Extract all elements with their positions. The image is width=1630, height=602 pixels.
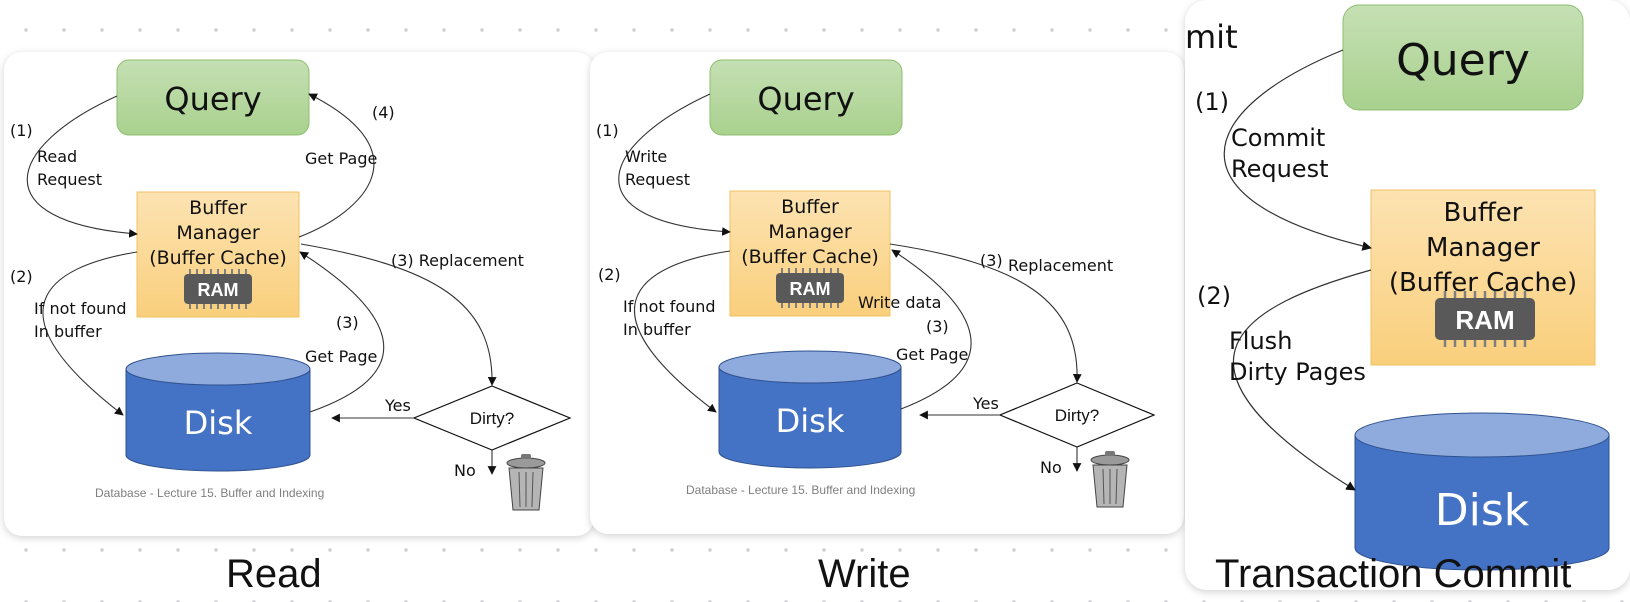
write-replacement-label: Replacement — [1008, 256, 1113, 275]
svg-text:Manager: Manager — [1426, 233, 1540, 263]
read-step4-number: (4) — [372, 103, 395, 122]
svg-text:RAM: RAM — [1455, 305, 1514, 335]
svg-text:Buffer: Buffer — [189, 197, 247, 219]
write-step3-number: (3) — [926, 317, 949, 336]
svg-text:Dirty?: Dirty? — [470, 409, 514, 428]
svg-text:Query: Query — [164, 80, 261, 118]
commit-diagram: mit Query Buffer Manager (Buffer Cache) … — [1185, 4, 1610, 571]
svg-text:RAM: RAM — [790, 279, 831, 299]
write-step2-number: (2) — [598, 265, 621, 284]
svg-text:(Buffer Cache): (Buffer Cache) — [1389, 268, 1577, 298]
commit-arrows — [1223, 49, 1372, 491]
read-step2-label: If not found — [34, 299, 127, 318]
write-panel: Query Buffer Manager (Buffer Cache) RAM — [590, 52, 1184, 534]
svg-text:Disk: Disk — [184, 404, 253, 442]
read-step2-number: (2) — [10, 267, 33, 286]
write-step2-label: If not found — [623, 297, 716, 316]
read-step1-label-2: Request — [37, 170, 102, 189]
write-diagram: Query Buffer Manager (Buffer Cache) RAM — [596, 59, 1156, 509]
svg-text:Manager: Manager — [768, 221, 851, 243]
write-no-label: No — [1040, 458, 1062, 477]
query-box: Query — [709, 59, 903, 136]
commit-title-fragment: mit — [1185, 18, 1238, 56]
disk-cylinder: Disk — [718, 350, 902, 469]
trash-can-icon — [1084, 449, 1136, 509]
commit-step1-label-2: Request — [1231, 155, 1329, 183]
svg-text:Buffer: Buffer — [781, 196, 839, 218]
commit-caption: Transaction Commit — [1215, 552, 1572, 596]
query-box: Query — [116, 59, 310, 136]
svg-text:Query: Query — [757, 80, 854, 118]
commit-step2-label-2: Dirty Pages — [1229, 358, 1366, 386]
read-panel: Query Buffer Manager (Buffer Cache) RAM — [4, 52, 594, 536]
write-step2-label-2: In buffer — [623, 320, 691, 339]
svg-text:Dirty?: Dirty? — [1055, 406, 1099, 425]
read-step1-number: (1) — [10, 121, 33, 140]
write-caption: Write — [818, 552, 911, 596]
ram-chip-icon: RAM — [776, 268, 844, 308]
commit-step1-label: Commit — [1231, 124, 1325, 152]
write-yes-label: Yes — [972, 394, 999, 413]
buffer-manager-box: Buffer Manager (Buffer Cache) RAM — [729, 190, 891, 317]
commit-step2-number: (2) — [1197, 282, 1231, 310]
write-step1-number: (1) — [596, 121, 619, 140]
commit-step1-number: (1) — [1195, 88, 1229, 116]
read-step2-label-2: In buffer — [34, 322, 102, 341]
write-arrows — [618, 93, 1082, 472]
read-footer: Database - Lecture 15. Buffer and Indexi… — [95, 486, 324, 500]
read-step3-label: Get Page — [305, 347, 377, 366]
write-step1-label: Write — [625, 147, 667, 166]
read-no-label: No — [454, 461, 476, 480]
read-caption: Read — [226, 552, 322, 596]
read-arrows — [26, 93, 497, 475]
commit-panel: mit Query Buffer Manager (Buffer Cache) … — [1185, 0, 1630, 590]
svg-text:Buffer: Buffer — [1444, 198, 1523, 228]
query-box: Query — [1342, 4, 1584, 111]
svg-text:Query: Query — [1396, 35, 1530, 86]
ram-chip-icon: RAM — [184, 269, 252, 309]
write-footer: Database - Lecture 15. Buffer and Indexi… — [686, 483, 915, 497]
trash-can-icon — [500, 452, 552, 512]
buffer-manager-box: Buffer Manager (Buffer Cache) RAM — [136, 191, 300, 318]
write-get-page-label: Get Page — [896, 345, 968, 364]
read-yes-label: Yes — [384, 396, 411, 415]
disk-cylinder: Disk — [1354, 412, 1610, 571]
ram-chip-icon: RAM — [1435, 291, 1535, 347]
commit-step2-label: Flush — [1229, 327, 1292, 355]
dirty-decision-diamond: Dirty? — [998, 382, 1156, 448]
write-data-label: Write data — [858, 293, 941, 312]
read-diagram: Query Buffer Manager (Buffer Cache) RAM — [10, 59, 572, 512]
disk-cylinder: Disk — [125, 352, 311, 472]
read-replacement-label: (3) Replacement — [391, 251, 524, 270]
svg-text:(Buffer Cache): (Buffer Cache) — [149, 247, 287, 269]
buffer-manager-box: Buffer Manager (Buffer Cache) RAM — [1370, 189, 1596, 366]
write-replacement-number: (3) — [980, 251, 1003, 270]
svg-text:RAM: RAM — [198, 280, 239, 300]
read-step3-number: (3) — [336, 313, 359, 332]
svg-text:Manager: Manager — [176, 222, 259, 244]
write-step1-label-2: Request — [625, 170, 690, 189]
read-step1-label: Read — [37, 147, 77, 166]
svg-text:(Buffer Cache): (Buffer Cache) — [741, 246, 879, 268]
read-step4-label: Get Page — [305, 149, 377, 168]
dirty-decision-diamond: Dirty? — [412, 385, 572, 451]
svg-text:Disk: Disk — [776, 402, 845, 440]
svg-text:Disk: Disk — [1435, 485, 1530, 536]
